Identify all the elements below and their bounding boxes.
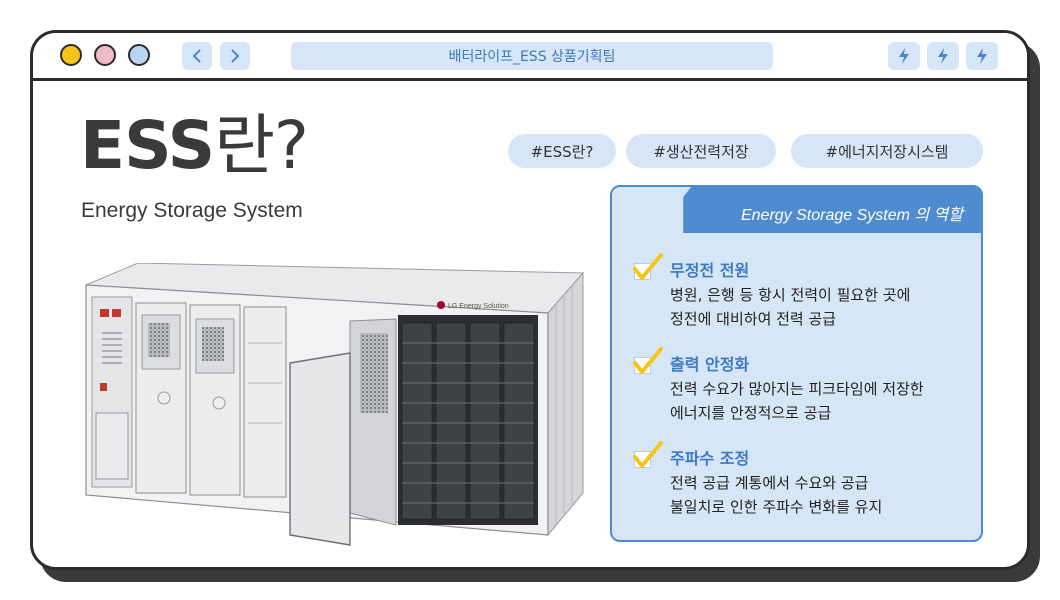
brand-logo-text: LG Energy Solution <box>448 303 509 310</box>
checkmark-icon <box>630 347 663 377</box>
forward-button[interactable] <box>220 42 250 70</box>
chevron-right-icon <box>231 49 240 63</box>
checkmark-icon <box>630 441 663 471</box>
address-text: 배터라이프_ESS 상품기획팀 <box>448 49 616 65</box>
role-description: 전력 수요가 많아지는 피크타임에 저장한 에너지를 안정적으로 공급 <box>670 377 924 425</box>
page-title-rest: 란? <box>214 107 309 184</box>
role-description-line: 전력 공급 계통에서 수요와 공급 <box>670 474 869 492</box>
role-description: 전력 공급 계통에서 수요와 공급 불일치로 인한 주파수 변화를 유지 <box>670 471 882 519</box>
lightning-button-3[interactable] <box>966 42 998 70</box>
window-dot-pink[interactable] <box>94 44 116 66</box>
role-description-line: 전력 수요가 많아지는 피크타임에 저장한 <box>670 380 924 398</box>
lightning-button-1[interactable] <box>888 42 920 70</box>
chevron-left-icon <box>192 49 201 63</box>
page-title-bold: ESS <box>80 107 215 184</box>
ess-role-panel: Energy Storage System 의 역할 무정전 전원 병원, 은행… <box>610 185 983 542</box>
tag-power-storage[interactable]: #생산전력저장 <box>626 134 776 168</box>
role-title: 출력 안정화 <box>670 355 750 374</box>
role-description-line: 에너지를 안정적으로 공급 <box>670 404 832 422</box>
checkmark-icon <box>630 253 663 283</box>
tag-energy-storage-system[interactable]: #에너지저장시스템 <box>791 134 983 168</box>
lightning-icon <box>938 48 948 64</box>
title-bar: 배터라이프_ESS 상품기획팀 <box>33 33 1027 81</box>
role-description: 병원, 은행 등 항시 전력이 필요한 곳에 정전에 대비하여 전력 공급 <box>670 283 910 331</box>
role-title: 주파수 조정 <box>670 449 750 468</box>
lightning-button-2[interactable] <box>927 42 959 70</box>
lightning-icon <box>899 48 909 64</box>
role-title: 무정전 전원 <box>670 261 750 280</box>
page-subtitle: Energy Storage System <box>81 199 303 222</box>
window-dot-blue[interactable] <box>128 44 150 66</box>
tag-ess[interactable]: #ESS란? <box>508 134 616 168</box>
back-button[interactable] <box>182 42 212 70</box>
role-description-line: 불일치로 인한 주파수 변화를 유지 <box>670 498 883 516</box>
window-dot-yellow[interactable] <box>60 44 82 66</box>
browser-window: 배터라이프_ESS 상품기획팀 ESS란? Energy Storage Sys… <box>30 30 1030 570</box>
address-bar[interactable]: 배터라이프_ESS 상품기획팀 <box>291 42 773 70</box>
role-description-line: 정전에 대비하여 전력 공급 <box>670 310 837 328</box>
panel-header-shape <box>683 187 981 233</box>
role-description-line: 병원, 은행 등 항시 전력이 필요한 곳에 <box>670 286 911 304</box>
ess-container-image: LG Energy Solution <box>85 263 585 546</box>
lightning-icon <box>977 48 987 64</box>
page-title: ESS란? <box>80 113 309 179</box>
panel-header-text: Energy Storage System 의 역할 <box>740 207 963 224</box>
